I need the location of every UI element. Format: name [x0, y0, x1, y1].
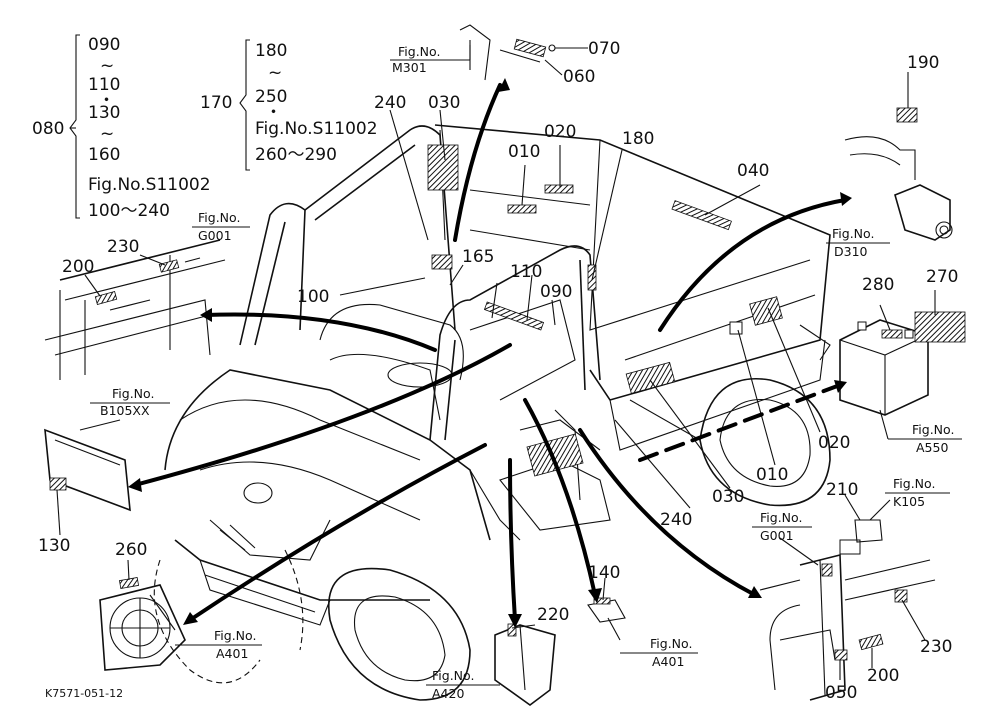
- diagram-code: K7571-051-12: [45, 687, 123, 700]
- figref-b105xx: Fig.No. B105XX: [90, 386, 170, 418]
- figref-a401-right-title: Fig.No.: [650, 636, 692, 651]
- part-240-bottom: 240: [660, 510, 692, 530]
- group-080-brace: [69, 34, 80, 219]
- group-170-line-3: 250: [255, 87, 287, 107]
- group-170-brace: [239, 39, 250, 171]
- figref-m301-title: Fig.No.: [398, 44, 440, 59]
- figref-d310-title: Fig.No.: [832, 226, 874, 241]
- part-180: 180: [622, 129, 654, 149]
- part-140: 140: [588, 563, 620, 583]
- group-170-line-1: 180: [255, 41, 287, 61]
- figref-a420-title: Fig.No.: [432, 668, 474, 683]
- part-100: 100: [297, 287, 329, 307]
- figref-a420: Fig.No. A420: [426, 668, 500, 701]
- inset-g001-right-assembly: [759, 519, 936, 701]
- part-230-left: 230: [107, 237, 139, 257]
- figref-b105xx-code: B105XX: [100, 403, 150, 418]
- group-170-line-2: ~: [268, 63, 282, 83]
- figref-g001-left-title: Fig.No.: [198, 210, 240, 225]
- inset-a401-shroud: [99, 577, 186, 671]
- inset-g001-left-frame: [44, 239, 226, 380]
- group-170-line-4: ・: [265, 103, 282, 123]
- figref-d310: Fig.No. D310: [826, 226, 890, 259]
- part-020-right: 020: [818, 433, 850, 453]
- part-020-top: 020: [544, 122, 576, 142]
- group-080-line-6: ~: [100, 124, 114, 144]
- figref-g001-right-code: G001: [760, 528, 794, 543]
- part-040: 040: [737, 161, 769, 181]
- inset-b105xx-panel: [44, 428, 131, 512]
- group-170-labels: 170 180 ~ 250 ・ Fig.No.S11002 260～290: [200, 41, 378, 165]
- part-010-top: 010: [508, 142, 540, 162]
- group-170-line-6: 260～290: [255, 145, 337, 165]
- part-165: 165: [462, 247, 494, 267]
- group-080-line-5: 130: [88, 103, 120, 123]
- figref-g001-left-code: G001: [198, 228, 232, 243]
- part-200-right: 200: [867, 666, 899, 686]
- part-280: 280: [862, 275, 894, 295]
- part-260: 260: [115, 540, 147, 560]
- part-070: 070: [588, 39, 620, 59]
- group-080-line-4: ・: [98, 91, 115, 111]
- inset-m301-bracket: [459, 24, 556, 81]
- figref-a401-left-title: Fig.No.: [214, 628, 256, 643]
- figref-a420-code: A420: [432, 686, 464, 701]
- figref-a550: Fig.No. A550: [879, 409, 962, 455]
- leader-lines: [56, 45, 936, 680]
- vehicle-illustration: [153, 124, 831, 701]
- part-030-top: 030: [428, 93, 460, 113]
- figref-m301-code: M301: [392, 60, 427, 75]
- inset-140-bracket: [587, 597, 626, 623]
- figref-a401-right: Fig.No. A401: [620, 636, 698, 669]
- group-080-labels: 080 090 ~ 110 ・ 130 ~ 160 Fig.No.S11002 …: [32, 35, 211, 221]
- group-080-line-3: 110: [88, 75, 120, 95]
- part-270: 270: [926, 267, 958, 287]
- part-060: 060: [563, 67, 595, 87]
- inset-a420-part: [494, 623, 556, 706]
- part-080: 080: [32, 119, 64, 139]
- part-210: 210: [826, 480, 858, 500]
- figref-k105: Fig.No. K105: [885, 476, 950, 509]
- inset-a550-battery: [839, 311, 966, 416]
- group-080-line-2: ~: [100, 56, 114, 76]
- figref-k105-code: K105: [893, 494, 925, 509]
- figref-b105xx-title: Fig.No.: [112, 386, 154, 401]
- part-190: 190: [907, 53, 939, 73]
- part-030-bottom: 030: [712, 487, 744, 507]
- part-240-top: 240: [374, 93, 406, 113]
- inset-d310-part: [844, 107, 953, 241]
- arrows: [128, 78, 852, 628]
- part-220: 220: [537, 605, 569, 625]
- figref-a550-title: Fig.No.: [912, 422, 954, 437]
- group-080-line-1: 090: [88, 35, 120, 55]
- part-230-right: 230: [920, 637, 952, 657]
- figref-a401-right-code: A401: [652, 654, 684, 669]
- part-130: 130: [38, 536, 70, 556]
- part-010-right: 010: [756, 465, 788, 485]
- group-080-line-8: Fig.No.S11002: [88, 175, 211, 195]
- figref-g001-left: Fig.No. G001: [192, 210, 250, 243]
- figref-d310-code: D310: [834, 244, 868, 259]
- figref-a550-code: A550: [916, 440, 948, 455]
- figref-a401-left: Fig.No. A401: [175, 628, 262, 661]
- part-090: 090: [540, 282, 572, 302]
- group-080-line-9: 100～240: [88, 201, 170, 221]
- part-number-labels: 070 060 240 030 010 020 180 040 190 165 …: [38, 39, 958, 703]
- group-170-line-5: Fig.No.S11002: [255, 119, 378, 139]
- figref-g001-right-title: Fig.No.: [760, 510, 802, 525]
- figref-g001-right: Fig.No. G001: [752, 510, 812, 543]
- part-110: 110: [510, 262, 542, 282]
- group-080-line-7: 160: [88, 145, 120, 165]
- figref-a401-left-code: A401: [216, 646, 248, 661]
- figref-m301: Fig.No. M301: [390, 44, 470, 75]
- part-050: 050: [825, 683, 857, 703]
- part-200-left: 200: [62, 257, 94, 277]
- figref-k105-title: Fig.No.: [893, 476, 935, 491]
- part-170: 170: [200, 93, 232, 113]
